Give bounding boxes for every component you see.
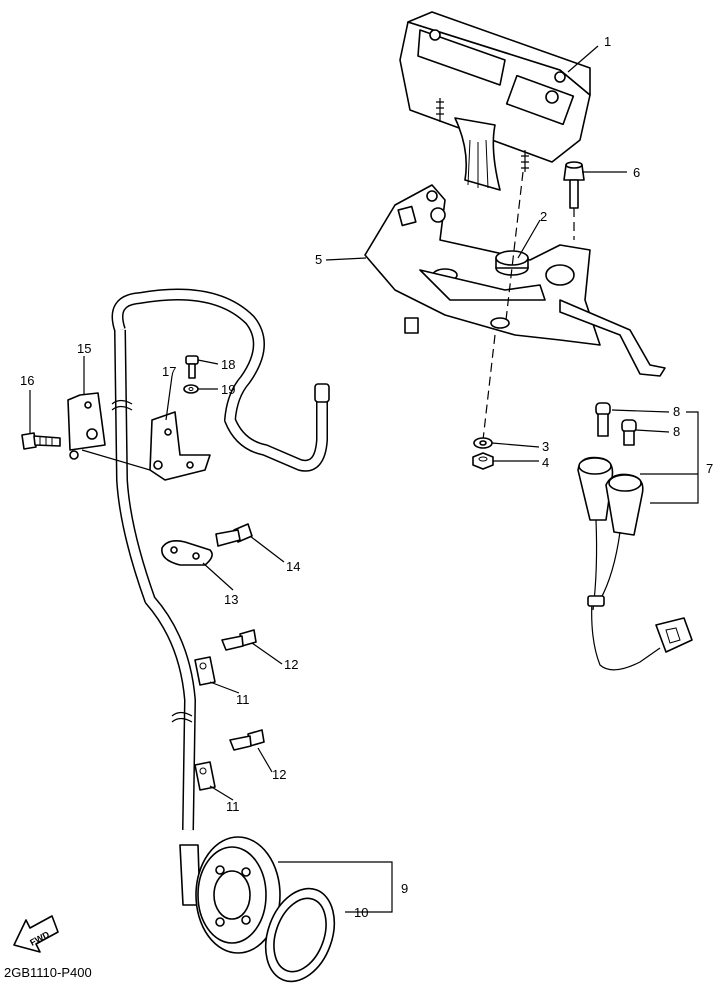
screw-18 <box>185 355 199 379</box>
callout-8a: 8 <box>673 404 680 419</box>
callout-11a: 11 <box>236 692 250 707</box>
stay-15 <box>67 392 106 460</box>
fwd-arrow-icon: FWD <box>13 915 59 953</box>
speedometer-gear-unit-9 <box>179 836 281 954</box>
speedometer-cable <box>111 288 330 831</box>
screw-12a <box>221 629 257 651</box>
callout-16: 16 <box>20 373 34 388</box>
callout-labels: 1 2 3 4 5 6 7 8 8 9 10 11 11 12 12 13 14… <box>20 34 713 920</box>
meter-assembly <box>399 11 591 191</box>
callout-8b: 8 <box>673 424 680 439</box>
callout-11b: 11 <box>226 799 240 814</box>
callout-17: 17 <box>162 364 176 379</box>
bulb-8a <box>595 402 611 437</box>
diagram-code: 2GB1110-P400 <box>4 965 92 980</box>
bolt-6 <box>563 161 585 209</box>
bolt-16 <box>21 432 61 450</box>
callout-2: 2 <box>540 209 547 224</box>
bolt-14 <box>215 523 253 547</box>
nut-4 <box>472 452 494 470</box>
callout-14: 14 <box>286 559 300 574</box>
callout-9: 9 <box>401 881 408 896</box>
callout-18: 18 <box>221 357 235 372</box>
clamp-13 <box>161 540 213 566</box>
clip-11a <box>194 656 216 686</box>
oil-seal-10 <box>264 887 336 983</box>
callout-19: 19 <box>221 382 235 397</box>
callout-5: 5 <box>315 252 322 267</box>
cable-guide-17 <box>149 411 211 481</box>
washer-19 <box>183 384 199 394</box>
screw-12b <box>229 729 265 751</box>
bulb-socket-harness-7 <box>577 456 693 671</box>
callout-12a: 12 <box>284 657 298 672</box>
bulb-8b <box>621 419 637 446</box>
leader-lines <box>29 45 699 913</box>
callout-13: 13 <box>224 592 238 607</box>
washer-3 <box>473 437 493 449</box>
callout-1: 1 <box>604 34 611 49</box>
callout-7: 7 <box>706 461 713 476</box>
callout-4: 4 <box>542 455 549 470</box>
bracket-5 <box>364 184 666 377</box>
callout-10: 10 <box>354 905 368 920</box>
clip-11b <box>194 761 216 791</box>
callout-15: 15 <box>77 341 91 356</box>
callout-12b: 12 <box>272 767 286 782</box>
callout-6: 6 <box>633 165 640 180</box>
callout-3: 3 <box>542 439 549 454</box>
